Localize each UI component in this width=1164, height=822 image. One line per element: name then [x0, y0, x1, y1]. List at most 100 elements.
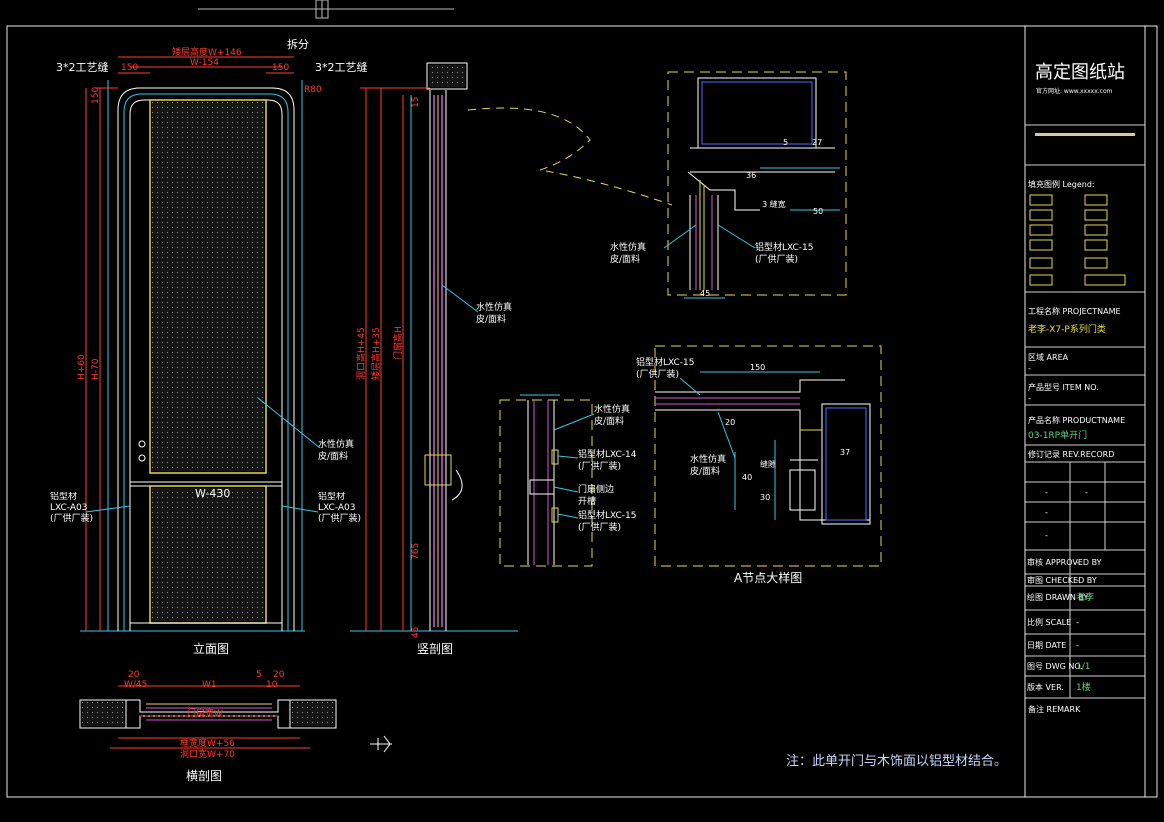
tb-product-value: 03-1RP单开门 [1028, 429, 1087, 441]
detail-a-profile-text: 铝型材LXC-15 (厂供厂装) [636, 358, 695, 380]
detail-top-dim-45: 45 [700, 289, 710, 298]
elev-profile-right-text: 铝型材 LXC-A03 (厂供厂装) [318, 492, 362, 524]
elev-leather-text: 水性仿真 皮/面料 [318, 440, 355, 462]
tb-area-value: - [1028, 364, 1031, 373]
tb-item-label: 产品型号 ITEM NO. [1028, 382, 1099, 392]
tb-field-value: - [1076, 558, 1079, 567]
detail-a-dim-150: 150 [750, 363, 765, 372]
tb-item-value: - [1028, 394, 1031, 403]
detail-top-profile-text: 铝型材LXC-15 (厂供厂装) [755, 243, 814, 265]
detail-b-edge-text: 门扇侧边 开槽 [578, 485, 615, 507]
elev-label-right-gap: 3*2工艺缝 [315, 60, 368, 74]
detail-top-dim-14: 36 [746, 171, 756, 180]
plan-dim-20-right: 20 [273, 670, 285, 680]
detail-a-dim-40: 40 [742, 473, 752, 482]
tb-field-label: 日期 DATE [1027, 641, 1066, 650]
detail-top-leather-text: 水性仿真 皮/面料 [610, 243, 647, 265]
tb-field-value: 老李 [1076, 591, 1094, 603]
detail-a-dim-20: 20 [725, 418, 735, 427]
sect-dim-h1: 洞口高H+45 [355, 327, 367, 380]
elev-dim-h2: H-70 [91, 358, 101, 380]
tb-field-label: 审图 CHECKED BY [1027, 575, 1097, 585]
elev-label-split: 拆分 [287, 37, 309, 51]
elev-dim-panel: W-430 [195, 487, 230, 500]
sect-dim-h2: 矮层高H+35 [370, 327, 382, 380]
plan-dim-frame-w: 框宽度W+56 [180, 737, 235, 749]
top-ruler [198, 0, 454, 19]
tb-rev-row: - [1045, 531, 1048, 540]
detail-top [667, 71, 847, 299]
tb-rev-row: - [1085, 488, 1088, 497]
detail-top-dim-37: 27 [812, 138, 822, 147]
tb-field-value: - [1076, 618, 1079, 627]
plan-dim-10: 10 [266, 680, 278, 690]
handle-icon [138, 440, 146, 448]
detail-a-dim-30: 30 [760, 493, 770, 502]
tb-field-label: 比例 SCALE [1027, 617, 1071, 627]
tb-brand: 高定图纸站 [1035, 62, 1125, 83]
elev-dim-radius: R80 [304, 85, 322, 95]
tb-field-value: - [1076, 576, 1079, 585]
detail-a-dim-36: 37 [840, 448, 850, 457]
tb-rev-row: - [1045, 488, 1048, 497]
plan-section [79, 685, 337, 749]
elev-dim-top-left: 150 [121, 63, 138, 73]
tb-project-label: 工程名称 PROJECTNAME [1028, 306, 1121, 316]
sect-dim-d4: 765 [411, 543, 421, 560]
tb-field-value: - [1076, 641, 1079, 650]
detail-top-gap-text: 3 缝宽 [762, 200, 786, 209]
elev-dim-top-right: 150 [272, 63, 289, 73]
plan-dim-w1: W1 [202, 680, 217, 690]
detail-a-gap-label: 缝隙 [760, 459, 776, 469]
elev-dim-150: 150 [91, 87, 101, 104]
elevation-view [80, 56, 305, 632]
tb-field-label: 图号 DWG NO. [1027, 662, 1083, 671]
elev-dim-top-width: W-154 [190, 58, 219, 68]
elev-label-left-gap: 3*2工艺缝 [56, 60, 109, 74]
detail-a-leather-text: 水性仿真 皮/面料 [690, 455, 727, 477]
tb-remark-label: 备注 REMARK [1028, 704, 1081, 714]
detail-a [654, 345, 882, 567]
tb-website: 官方网址: www.xxxxx.com [1036, 87, 1113, 95]
plan-dim-40: W/45 [124, 680, 147, 690]
tb-field-label: 绘图 DRAWN BY [1027, 592, 1088, 602]
section-caption: 竖剖图 [417, 642, 453, 656]
elev-dim-h1: H+60 [77, 354, 87, 380]
elev-profile-left-text: 铝型材 LXC-A03 (厂供厂装) [50, 492, 94, 524]
tb-rev-label: 修订记录 REV.RECORD [1028, 449, 1114, 459]
drawing-frame [6, 25, 1158, 798]
sect-dim-d3: 45 [411, 627, 421, 638]
general-note: 注：此单开门与木饰面以铝型材结合。 [786, 754, 1007, 769]
sect-leather-text: 水性仿真 皮/面料 [476, 303, 513, 325]
detail-b-leather-text: 水性仿真 皮/面料 [594, 405, 631, 427]
section-mark-icon [370, 735, 392, 753]
detail-top-dim-27: 5 [783, 138, 788, 147]
tb-project-value: 老李-X7-P系列门类 [1028, 323, 1106, 335]
elev-dim-top-total: 矮层高度W+146 [172, 46, 242, 58]
tb-field-label: 版本 VER. [1027, 682, 1064, 692]
tb-legend-label: 填充图例 Legend: [1028, 179, 1095, 189]
tb-product-label: 产品名称 PRODUCTNAME [1028, 415, 1125, 425]
detail-top-dim-50: 50 [813, 207, 823, 216]
plan-dim-5: 5 [256, 670, 262, 680]
tb-field-value: 1/1 [1076, 662, 1090, 672]
vertical-section [350, 62, 518, 632]
plan-caption: 横剖图 [186, 769, 222, 783]
tb-field-value: 1楼 [1076, 681, 1091, 693]
detail-a-caption: A节点大样图 [734, 570, 802, 585]
detail-b-profile14-text: 铝型材LXC-14 (厂供厂装) [578, 450, 637, 472]
plan-dim-opening-w: 洞口宽W+70 [180, 748, 235, 760]
lower-panel [152, 488, 264, 621]
title-block [1025, 124, 1145, 699]
detail-b-profile15-text: 铝型材LXC-15 (厂供厂装) [578, 511, 637, 533]
tb-area-label: 区域 AREA [1028, 352, 1069, 362]
plan-dim-20-left: 20 [128, 670, 140, 680]
plan-dim-door-w: 门扇宽W [187, 707, 223, 719]
sect-dim-h3: 门扇高H [392, 326, 404, 360]
sect-dim-d1: 15 [411, 97, 421, 108]
tb-rev-row: - [1045, 508, 1048, 517]
tb-field-label: 审核 APPROVED BY [1027, 557, 1102, 567]
elevation-caption: 立面图 [193, 641, 229, 656]
detail-b [499, 394, 593, 567]
